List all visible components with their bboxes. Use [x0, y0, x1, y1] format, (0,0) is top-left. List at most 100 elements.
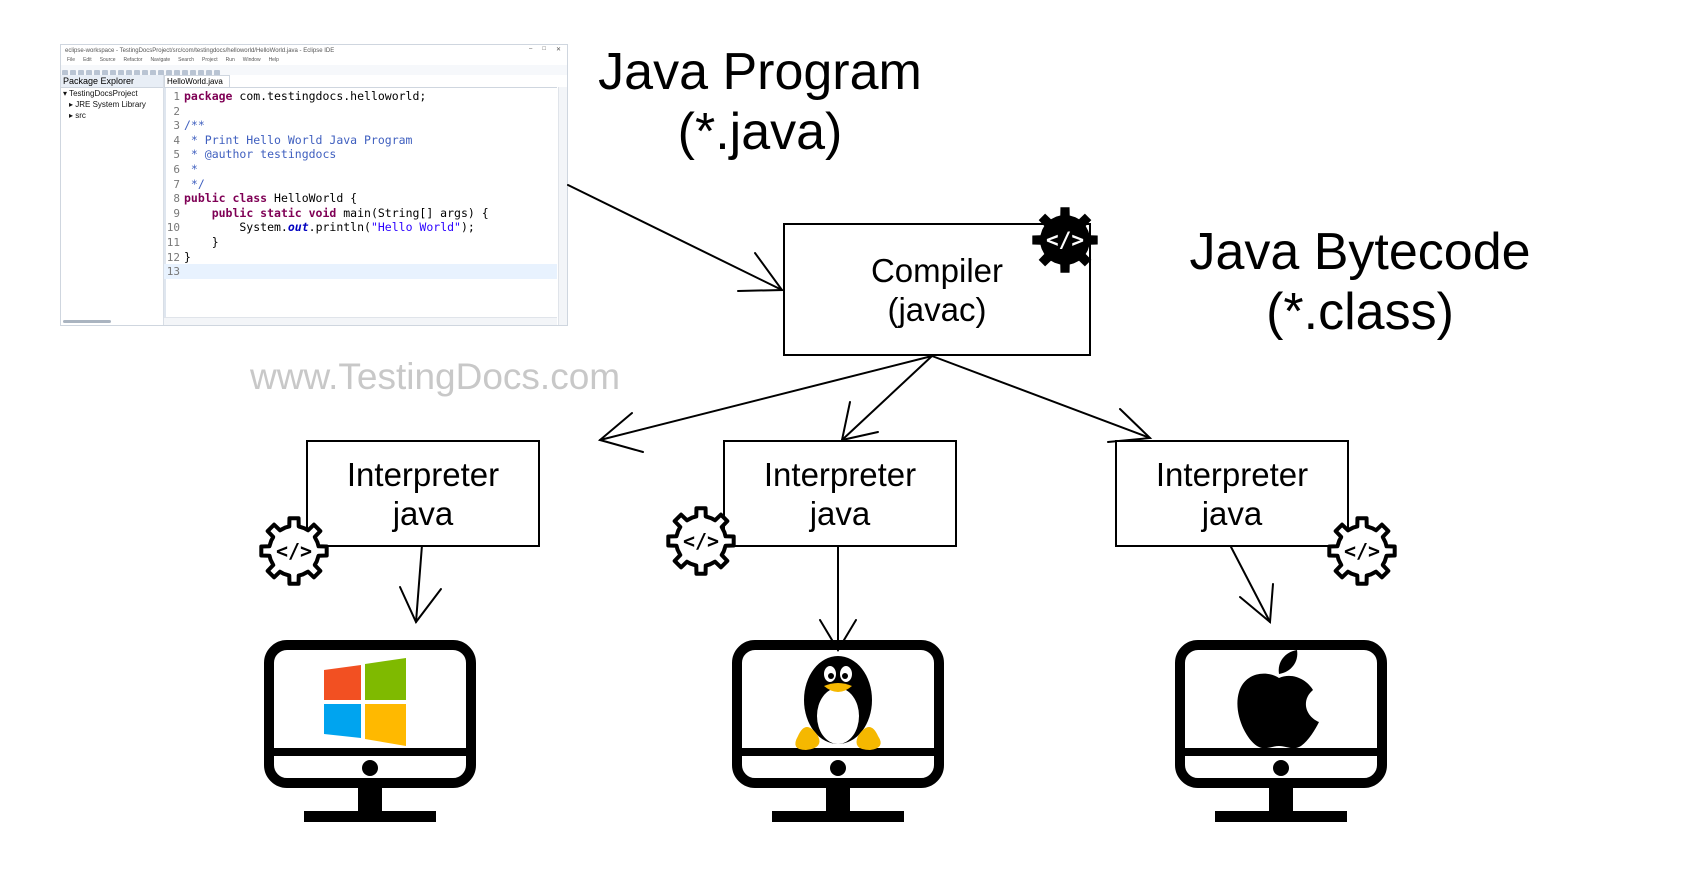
code-line: 10 System.out.println("Hello World"); [164, 220, 557, 235]
line-number: 5 [173, 148, 180, 162]
mac-monitor-icon [1175, 640, 1387, 822]
arrow-compiler-to-interpreter-2 [840, 355, 933, 442]
compiler-gear-code-icon: </> [1032, 207, 1098, 273]
close-icon: ✕ [555, 47, 561, 53]
line-number: 4 [173, 133, 180, 147]
maximize-icon: □ [542, 46, 546, 52]
ide-menu-bar: File Edit Source Refactor Navigate Search Proj… [61, 57, 567, 65]
line-number: 6 [173, 163, 180, 176]
tree-item-project: ▾ TestingDocsProject [63, 89, 138, 98]
menu-item[interactable]: File [67, 57, 76, 63]
code-token: * Print Hello World Java Program [184, 132, 413, 147]
menu-item[interactable]: Source [99, 57, 116, 63]
code-token: ); [460, 220, 475, 235]
code-token: /** [184, 118, 205, 133]
line-number: 2 [173, 104, 180, 118]
code-line: 5 * @author testingdocs [164, 147, 557, 162]
code-editor: HelloWorld.java 1 package com.testingdocs… [164, 75, 567, 325]
code-line: 12} [164, 250, 557, 265]
interpreter-box-linux: Interpreter java [723, 440, 957, 547]
line-number: 1 [173, 90, 180, 103]
code-token: * [184, 162, 198, 176]
arrow-interpreter-1-to-windows [399, 544, 442, 624]
watermark: www.TestingDocs.com [250, 356, 621, 397]
code-token: package [184, 89, 233, 103]
code-token: HelloWorld { [267, 191, 358, 206]
minimize-icon: – [529, 46, 533, 52]
code-line: 1 package com.testingdocs.helloworld; [164, 89, 557, 104]
arrow-compiler-to-interpreter-3 [931, 355, 1153, 443]
code-line: 4 * Print Hello World Java Program [164, 133, 557, 148]
code-line: 8 public class HelloWorld { [164, 191, 557, 206]
code-token: } [184, 249, 191, 264]
code-line: 9 public static void main(String[] args)… [164, 206, 557, 221]
windows-monitor-icon [264, 640, 476, 822]
svg-text:</>: </> [683, 529, 719, 553]
line-number: 7 [173, 177, 180, 191]
menu-item[interactable]: Run [225, 57, 235, 63]
interpreter-box-mac: Interpreter java [1115, 440, 1349, 547]
package-explorer-tab: Package Explorer [61, 75, 163, 88]
line-number: 12 [166, 250, 180, 264]
arrow-interpreter-2-to-linux [819, 544, 857, 652]
code-token: public static void [211, 205, 337, 220]
code-token: } [184, 235, 219, 249]
code-token: main(String[] args) { [336, 205, 489, 220]
explorer-scrollbar [63, 320, 111, 323]
menu-item[interactable]: Edit [83, 57, 92, 63]
code-token: com.testingdocs.helloworld; [232, 89, 427, 103]
code-token: * @author testingdocs [184, 147, 337, 162]
line-number: 8 [173, 192, 180, 206]
interpreter-1-gear-code-icon: </> [259, 516, 329, 586]
java-program-label: Java Program (*.java) [598, 43, 922, 161]
code-token: "Hello World" [370, 220, 461, 235]
code-line: 3 /** [164, 118, 557, 133]
code-line: 13 [164, 264, 557, 279]
editor-vertical-scrollbar [558, 87, 567, 325]
menu-item[interactable]: Help [268, 57, 279, 63]
code-token: System. [184, 220, 288, 235]
line-number: 9 [173, 206, 180, 220]
interpreter-2-gear-code-icon: </> [666, 506, 736, 576]
interpreter-3-gear-code-icon: </> [1327, 516, 1397, 586]
ide-screenshot: eclipse-workspace - TestingDocsProject/s… [60, 44, 568, 326]
code-line: 7 */ [164, 177, 557, 192]
svg-text:</>: </> [276, 539, 312, 563]
linux-monitor-icon [732, 640, 944, 822]
svg-text:</>: </> [1046, 228, 1084, 252]
arrow-compiler-to-interpreter-1 [597, 355, 933, 453]
ide-window-controls: – □ ✕ [529, 46, 561, 53]
interpreter-box-windows: Interpreter java [306, 440, 540, 547]
code-token: */ [184, 176, 205, 191]
tree-item-jre: ▸ JRE System Library [69, 100, 146, 109]
menu-item[interactable]: Search [178, 57, 195, 63]
ide-title-bar: eclipse-workspace - TestingDocsProject/s… [61, 45, 567, 57]
apple-logo-icon [1237, 650, 1319, 749]
menu-item[interactable]: Refactor [123, 57, 143, 63]
linux-tux-icon [795, 656, 881, 750]
code-token: public class [184, 191, 268, 206]
compiler-box: Compiler (javac) [783, 223, 1091, 356]
arrow-ide-to-compiler [567, 184, 784, 292]
code-token: .println( [308, 220, 371, 235]
line-number: 10 [166, 221, 180, 235]
menu-item[interactable]: Window [242, 57, 261, 63]
package-explorer: Package Explorer ▾ TestingDocsProject ▸ … [61, 75, 164, 325]
tree-item-src: ▸ src [69, 111, 86, 120]
code-token: out [287, 220, 309, 235]
java-bytecode-label: Java Bytecode (*.class) [1189, 223, 1531, 341]
menu-item[interactable]: Navigate [150, 57, 171, 63]
line-number: 11 [166, 236, 180, 249]
line-number: 13 [166, 265, 180, 279]
code-line: 6 * [164, 162, 557, 177]
code-line: 2 [164, 104, 557, 119]
editor-horizontal-scrollbar [164, 317, 557, 325]
line-number: 3 [173, 119, 180, 133]
editor-tab-helloworld: HelloWorld.java [164, 75, 230, 88]
menu-item[interactable]: Project [202, 57, 218, 63]
arrow-interpreter-3-to-mac [1229, 544, 1274, 625]
code-line: 11 } [164, 235, 557, 250]
windows-logo-icon [324, 658, 406, 746]
